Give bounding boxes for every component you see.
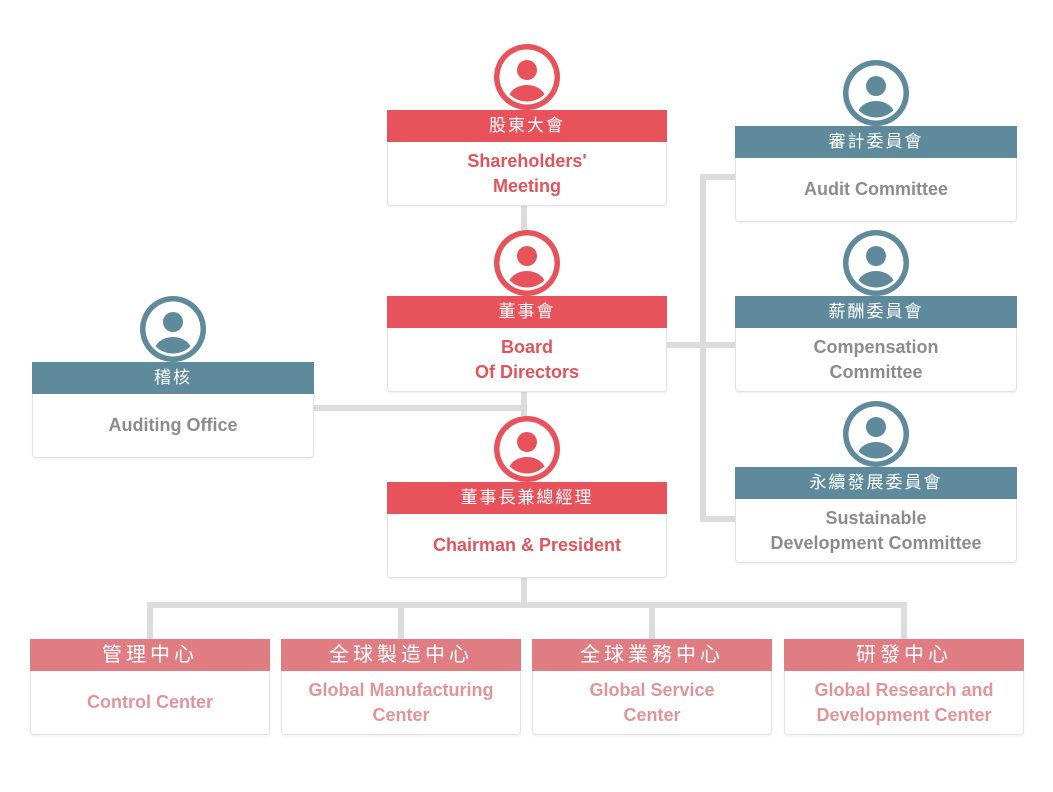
connector-line (901, 602, 907, 639)
connector-line (521, 206, 527, 230)
connector-line (398, 602, 404, 639)
node-title-en: Center (623, 704, 681, 725)
person-icon (843, 401, 909, 467)
node-title-en: Chairman & President (432, 535, 622, 555)
node-title-zh: 薪酬委員會 (735, 296, 1017, 328)
node-global-rd-center: 研發中心 Global Research and Development Cen… (784, 639, 1024, 735)
node-sustainable-development-committee: 永續發展委員會 Sustainable Development Committe… (735, 401, 1017, 563)
node-global-manufacturing-center: 全球製造中心 Global Manufacturing Center (281, 639, 521, 735)
person-icon (843, 60, 909, 126)
node-title-zh: 股東大會 (387, 110, 667, 142)
node-body: Auditing Office (32, 394, 314, 458)
node-title-en: Committee (829, 361, 923, 382)
node-body: Sustainable Development Committee (735, 499, 1017, 563)
node-title-zh: 董事長兼總經理 (387, 482, 667, 514)
node-audit-committee: 審計委員會 Audit Committee (735, 60, 1017, 222)
node-body: Shareholders' Meeting (387, 142, 667, 206)
node-body: Control Center (30, 671, 270, 735)
node-global-service-center: 全球業務中心 Global Service Center (532, 639, 772, 735)
node-title-en: Global Research and (814, 679, 994, 700)
connector-line (314, 405, 527, 411)
connector-line (700, 174, 706, 522)
node-title-en: Compensation (813, 336, 939, 357)
node-title-zh: 永續發展委員會 (735, 467, 1017, 499)
node-title-en: Global Manufacturing (308, 679, 494, 700)
node-title-en: Board (500, 336, 553, 357)
node-title-en: Center (372, 704, 430, 725)
connector-line (521, 578, 527, 608)
node-body: Global Service Center (532, 671, 772, 735)
node-body: Global Research and Development Center (784, 671, 1024, 735)
node-shareholders-meeting: 股東大會 Shareholders' Meeting (387, 44, 667, 206)
node-body: Audit Committee (735, 158, 1017, 222)
connector-line (700, 174, 735, 180)
person-icon (494, 44, 560, 110)
node-body: Chairman & President (387, 514, 667, 578)
node-compensation-committee: 薪酬委員會 Compensation Committee (735, 230, 1017, 392)
connector-line (521, 392, 527, 416)
node-board-of-directors: 董事會 Board Of Directors (387, 230, 667, 392)
node-title-zh: 董事會 (387, 296, 667, 328)
node-title-en: Meeting (492, 175, 561, 196)
node-body: Board Of Directors (387, 328, 667, 392)
node-title-en: Shareholders' (467, 150, 587, 171)
person-icon (140, 296, 206, 362)
node-title-en: Sustainable (825, 507, 927, 528)
node-title-zh: 全球業務中心 (532, 639, 772, 671)
node-title-en: Audit Committee (804, 179, 948, 199)
node-title-en: Development Committee (770, 532, 982, 553)
node-title-en: Of Directors (474, 361, 580, 382)
connector-line (700, 516, 735, 522)
connector-line (147, 602, 153, 639)
connector-line (147, 602, 907, 608)
person-icon (494, 230, 560, 296)
node-title-en: Global Service (589, 679, 715, 700)
node-title-en: Control Center (87, 692, 213, 712)
node-title-zh: 研發中心 (784, 639, 1024, 671)
node-title-zh: 審計委員會 (735, 126, 1017, 158)
node-body: Global Manufacturing Center (281, 671, 521, 735)
node-title-en: Auditing Office (108, 415, 238, 435)
node-body: Compensation Committee (735, 328, 1017, 392)
person-icon (494, 416, 560, 482)
node-control-center: 管理中心 Control Center (30, 639, 270, 735)
node-chairman-president: 董事長兼總經理 Chairman & President (387, 416, 667, 578)
connector-line (649, 602, 655, 639)
node-title-zh: 稽核 (32, 362, 314, 394)
node-auditing-office: 稽核 Auditing Office (32, 296, 314, 458)
person-icon (843, 230, 909, 296)
node-title-zh: 管理中心 (30, 639, 270, 671)
node-title-zh: 全球製造中心 (281, 639, 521, 671)
node-title-en: Development Center (816, 704, 992, 725)
